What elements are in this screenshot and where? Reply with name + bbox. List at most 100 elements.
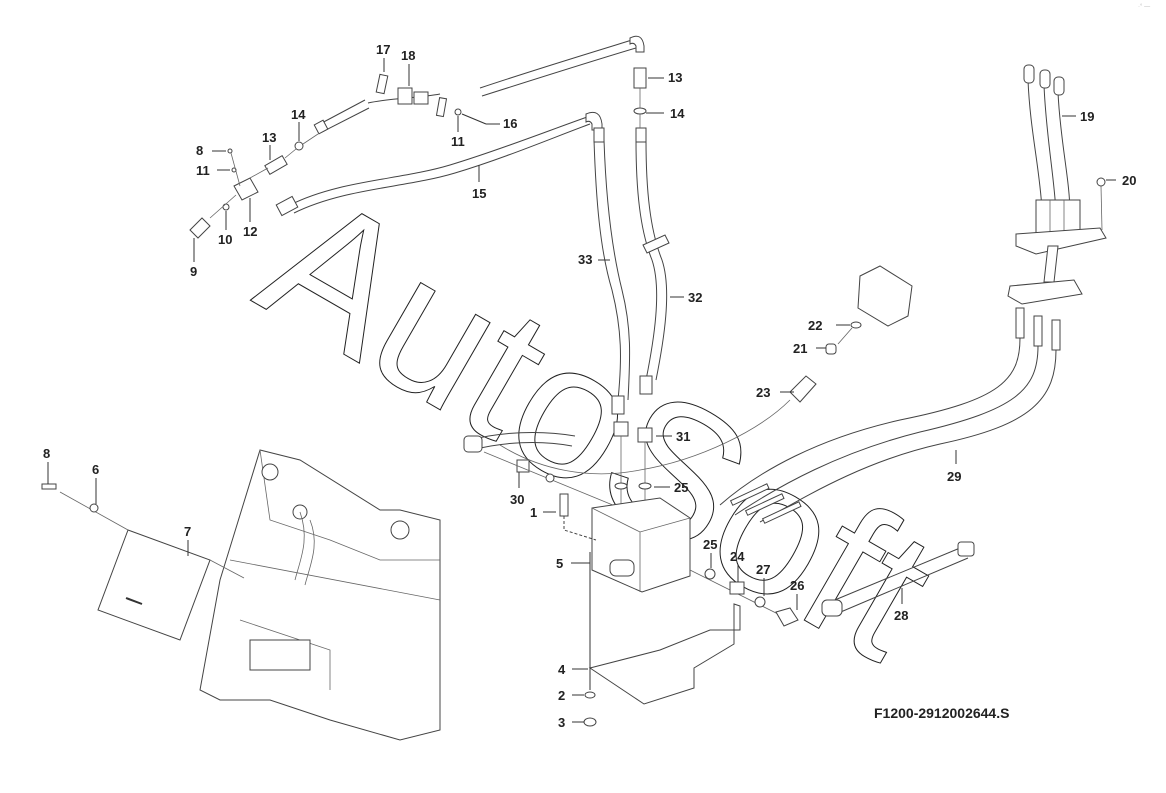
adapter-24 xyxy=(729,581,745,595)
callout-3: 3 xyxy=(558,715,565,730)
o-ring-25-left xyxy=(614,482,628,490)
callout-9: 9 xyxy=(190,264,197,279)
hose-28 xyxy=(829,547,961,603)
cable-thread-1 xyxy=(729,483,770,506)
cable-end-3 xyxy=(1051,319,1061,351)
vertical-hoses xyxy=(593,67,670,520)
top-hose-inner xyxy=(481,47,637,97)
callout-labels: 17 18 13 14 8 11 12 10 9 11 16 15 13 14 … xyxy=(43,42,1136,730)
bolt-8 xyxy=(227,148,233,154)
cable-thread-3 xyxy=(761,501,802,524)
callout-33: 33 xyxy=(578,252,592,267)
frame-pivot-3 xyxy=(390,520,410,540)
o-ring-27 xyxy=(754,596,766,608)
control-lever-assembly xyxy=(1007,64,1107,351)
top-hose xyxy=(479,39,639,89)
callout-12: 12 xyxy=(243,224,257,239)
adapter-13-left xyxy=(264,154,288,176)
hose-clamp xyxy=(642,234,670,254)
lever-knob-3 xyxy=(1053,76,1065,96)
plug-21 xyxy=(825,343,837,355)
callout-6: 6 xyxy=(92,462,99,477)
short-hose xyxy=(317,99,366,126)
hose-15-fitting xyxy=(275,195,299,217)
cable-end-1 xyxy=(1015,307,1025,339)
lever-knob-2 xyxy=(1039,69,1051,89)
hose-33 xyxy=(593,139,621,401)
valve-spool xyxy=(609,559,635,577)
callout-17: 17 xyxy=(376,42,390,57)
o-ring-30 xyxy=(545,473,555,483)
upper-left-hose-assembly xyxy=(189,35,645,239)
frame-pivot-1 xyxy=(261,463,279,481)
callout-21: 21 xyxy=(793,341,807,356)
lower-plate xyxy=(1007,279,1083,305)
hose-15-inner xyxy=(293,123,591,214)
top-elbow xyxy=(629,35,645,53)
callout-8-frame: 8 xyxy=(43,446,50,461)
hose-28-inner xyxy=(835,557,969,615)
bracket-12 xyxy=(233,177,259,201)
hose-32-bottom-fitting xyxy=(639,375,653,395)
hose-33-inner xyxy=(603,139,631,401)
hose-15-elbow xyxy=(585,111,603,131)
clip-17 xyxy=(375,73,389,95)
elbow-26 xyxy=(775,607,799,627)
callout-10: 10 xyxy=(218,232,232,247)
callout-25: 25 xyxy=(674,480,688,495)
o-ring-10 xyxy=(222,203,230,211)
pressure-switch-group xyxy=(499,265,913,475)
drawing-reference-code: F1200-2912002644.S xyxy=(874,705,1009,721)
callout-23: 23 xyxy=(756,385,770,400)
hose-32-top-fitting xyxy=(635,127,647,143)
bolt-8-frame xyxy=(41,483,57,490)
callout-29: 29 xyxy=(947,469,961,484)
plug-9 xyxy=(189,217,211,239)
callout-22: 22 xyxy=(808,318,822,333)
callout-16: 16 xyxy=(503,116,517,131)
callout-14: 14 xyxy=(291,107,306,122)
cable-end-2 xyxy=(1033,315,1043,347)
callout-28: 28 xyxy=(894,608,908,623)
cover-plate-7 xyxy=(97,529,211,641)
callout-20: 20 xyxy=(1122,173,1136,188)
adapter-13-right xyxy=(633,67,647,89)
callout-13-right: 13 xyxy=(668,70,682,85)
callout-30: 30 xyxy=(510,492,524,507)
callout-4: 4 xyxy=(558,662,566,677)
callout-2: 2 xyxy=(558,688,565,703)
bolt-1 xyxy=(559,493,569,517)
callout-26: 26 xyxy=(790,578,804,593)
tee-fitting-18 xyxy=(397,87,413,105)
connector-23 xyxy=(789,375,817,403)
callout-8: 8 xyxy=(196,143,203,158)
callout-32: 32 xyxy=(688,290,702,305)
o-ring-25-side xyxy=(704,568,716,580)
hose-32 xyxy=(635,139,658,381)
washer-6 xyxy=(89,503,99,513)
frame-body xyxy=(199,449,441,741)
hose-33-top-fitting xyxy=(593,127,605,143)
mounting-bracket-4 xyxy=(588,603,741,705)
control-cables-29 xyxy=(719,337,1057,524)
washer-11 xyxy=(454,108,462,116)
hose-32-inner xyxy=(645,139,668,381)
hose-28-nut xyxy=(957,541,975,557)
short-hose-fitting xyxy=(313,119,329,135)
callout-18: 18 xyxy=(401,48,415,63)
cable-thread-2 xyxy=(744,493,785,516)
callout-19: 19 xyxy=(1080,109,1094,124)
nut-3 xyxy=(583,717,597,727)
callout-7: 7 xyxy=(184,524,191,539)
lever-base-plate xyxy=(1015,227,1107,255)
lever-knob-1 xyxy=(1023,64,1035,84)
bolt-20 xyxy=(1096,177,1106,187)
adapter-31-right xyxy=(637,427,653,443)
callout-11-right: 11 xyxy=(451,134,465,149)
callout-11: 11 xyxy=(196,163,210,178)
callout-14-right: 14 xyxy=(670,106,685,121)
callout-27: 27 xyxy=(756,562,770,577)
callout-15: 15 xyxy=(472,186,486,201)
o-ring-25-right xyxy=(638,482,652,490)
